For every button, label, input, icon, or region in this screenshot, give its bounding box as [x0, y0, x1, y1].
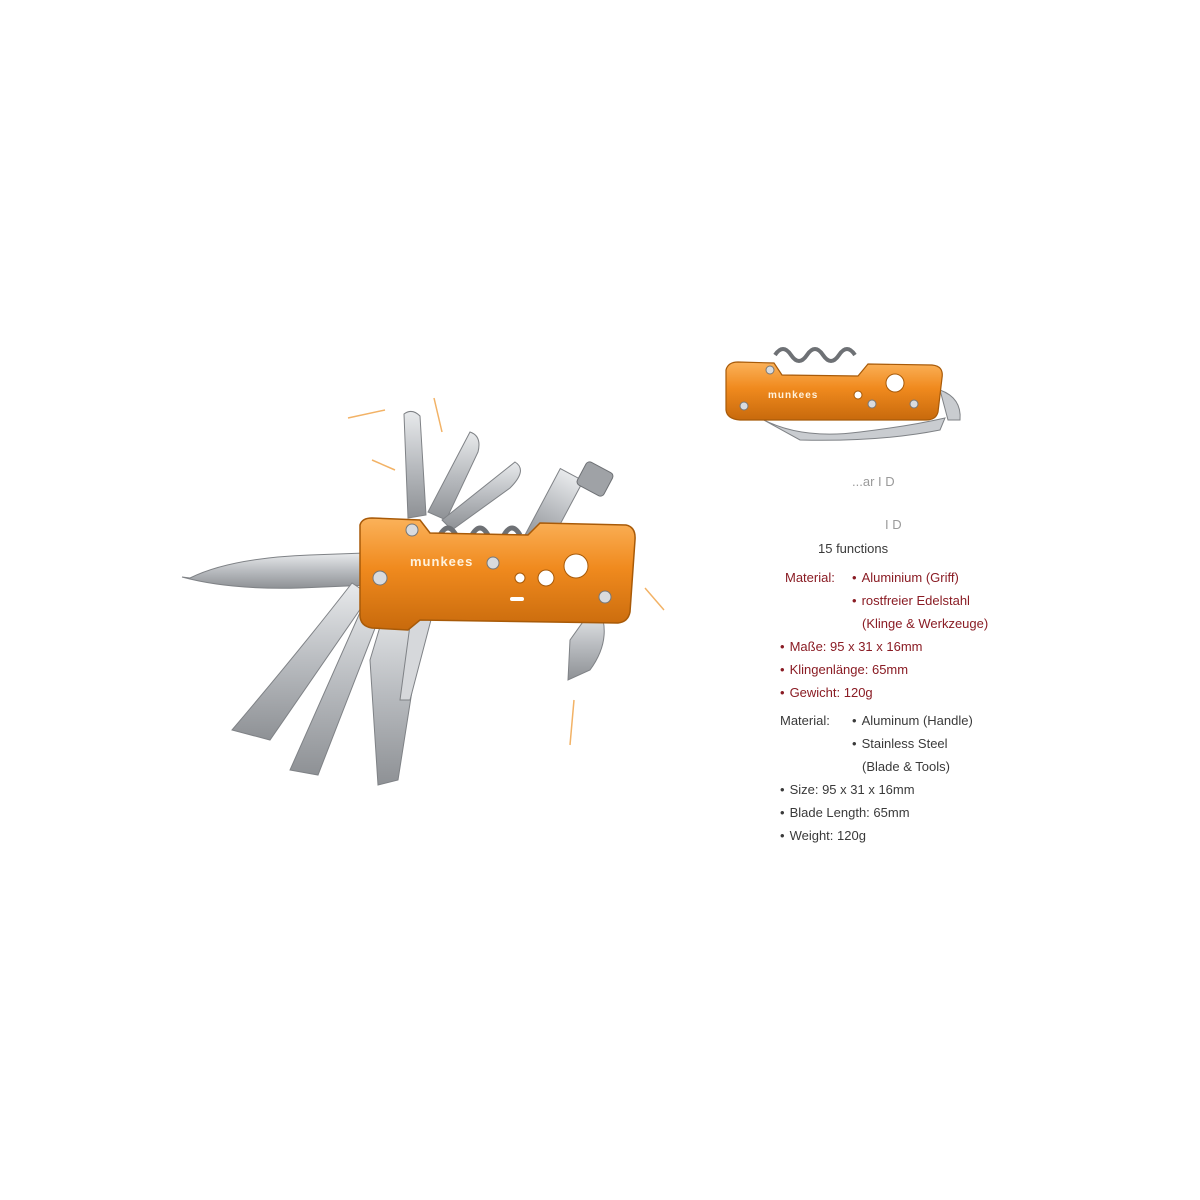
spec-en-weight-text: Weight: 120g: [789, 828, 866, 843]
small-blade: [427, 431, 480, 521]
spec-de-weight: • Gewicht: 120g: [780, 682, 873, 705]
brand-logo-small: munkees: [768, 390, 818, 401]
spec-de-weight-text: Gewicht: 120g: [789, 685, 873, 700]
spec-en-size-text: Size: 95 x 31 x 16mm: [789, 782, 915, 797]
bullet: •: [780, 828, 785, 843]
spec-en-material-1: • Aluminum (Handle): [852, 710, 973, 733]
header-line-1: ...ar I D: [852, 474, 895, 489]
spec-de-material-1-text: Aluminium (Griff): [861, 570, 959, 585]
awl: [441, 461, 521, 531]
functions-count: 15 functions: [818, 541, 889, 556]
spec-de-material-2-text: rostfreier Edelstahl: [861, 593, 970, 608]
spec-en-size: • Size: 95 x 31 x 16mm: [780, 779, 915, 802]
spec-en-weight: • Weight: 120g: [780, 825, 866, 848]
bullet: •: [852, 713, 857, 728]
spec-de-material-label: Material:: [785, 570, 835, 585]
brand-logo: munkees: [410, 554, 473, 569]
spec-en-material-2-text: Stainless Steel: [861, 736, 948, 751]
bullet: •: [852, 570, 857, 585]
spec-en-material-2-note: (Blade & Tools): [862, 759, 950, 774]
bullet: •: [780, 639, 785, 654]
spec-de-material-2-note: (Klinge & Werkzeuge): [862, 616, 989, 631]
spec-de-material-2: • rostfreier Edelstahl: [852, 590, 970, 613]
spec-en-blade-length: • Blade Length: 65mm: [780, 802, 910, 825]
spec-en-material-2: • Stainless Steel: [852, 733, 948, 756]
header-line-2: I D: [885, 517, 902, 532]
bullet: •: [780, 685, 785, 700]
spec-en-material-label: Material:: [780, 713, 830, 728]
saw-blade-1: [231, 582, 371, 741]
sparkle-lines: [347, 397, 665, 746]
bullet: •: [852, 736, 857, 751]
bullet: •: [780, 782, 785, 797]
orange-handle: munkees: [359, 517, 636, 631]
spec-de-material-1: • Aluminium (Griff): [852, 567, 959, 590]
spec-de-size-text: Maße: 95 x 31 x 16mm: [789, 639, 923, 654]
spec-de-blade-length: • Klingenlänge: 65mm: [780, 659, 908, 682]
spec-en-blade-length-text: Blade Length: 65mm: [789, 805, 910, 820]
bullet: •: [852, 593, 857, 608]
bullet: •: [780, 662, 785, 677]
spec-de-size: • Maße: 95 x 31 x 16mm: [780, 636, 923, 659]
nail-file: [403, 410, 427, 519]
spec-de-blade-length-text: Klingenlänge: 65mm: [789, 662, 909, 677]
bullet: •: [780, 805, 785, 820]
spec-en-material-1-text: Aluminum (Handle): [861, 713, 973, 728]
